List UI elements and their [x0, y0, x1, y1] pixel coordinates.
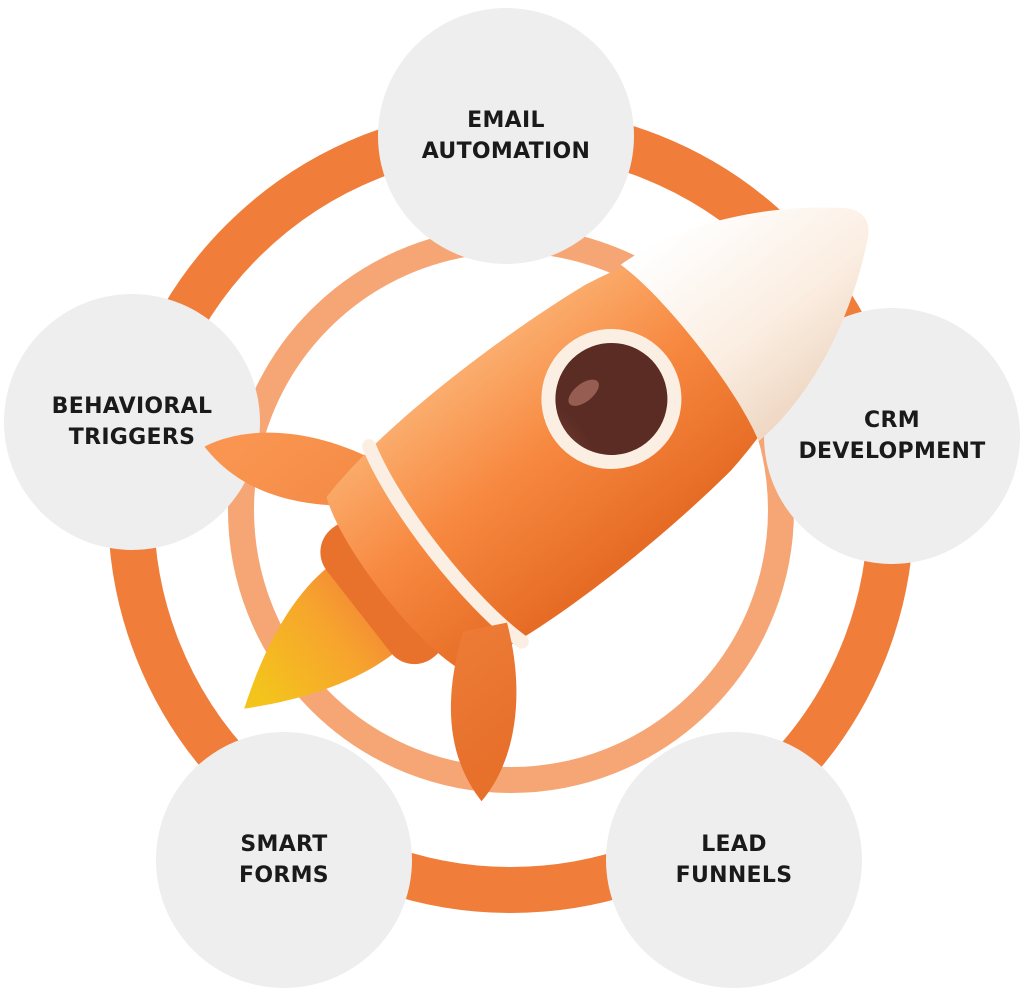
label-line: EMAIL	[467, 108, 545, 133]
label-line: DEVELOPMENT	[798, 439, 986, 464]
label-line: SMART	[240, 832, 328, 857]
label-line: FUNNELS	[675, 863, 793, 888]
fin-bottom-shape	[450, 622, 517, 802]
label-line: BEHAVIORAL	[51, 394, 213, 419]
node-label: SMART FORMS	[239, 829, 329, 891]
label-line: TRIGGERS	[68, 425, 196, 450]
porthole-glare-shape	[568, 379, 599, 406]
node-email-automation: EMAIL AUTOMATION	[378, 8, 634, 264]
node-label: CRM DEVELOPMENT	[798, 405, 985, 467]
label-line: CRM	[864, 408, 920, 433]
node-smart-forms: SMART FORMS	[156, 732, 412, 988]
label-line: FORMS	[239, 863, 329, 888]
node-label: LEAD FUNNELS	[676, 829, 793, 891]
node-lead-funnels: LEAD FUNNELS	[606, 732, 862, 988]
node-label: EMAIL AUTOMATION	[422, 105, 590, 167]
label-line: LEAD	[701, 832, 767, 857]
label-line: AUTOMATION	[421, 139, 591, 164]
nose-cone-shape	[620, 207, 869, 442]
node-label: BEHAVIORAL TRIGGERS	[52, 391, 213, 453]
porthole-glass-shape	[555, 342, 668, 455]
node-behavioral-triggers: BEHAVIORAL TRIGGERS	[4, 294, 260, 550]
